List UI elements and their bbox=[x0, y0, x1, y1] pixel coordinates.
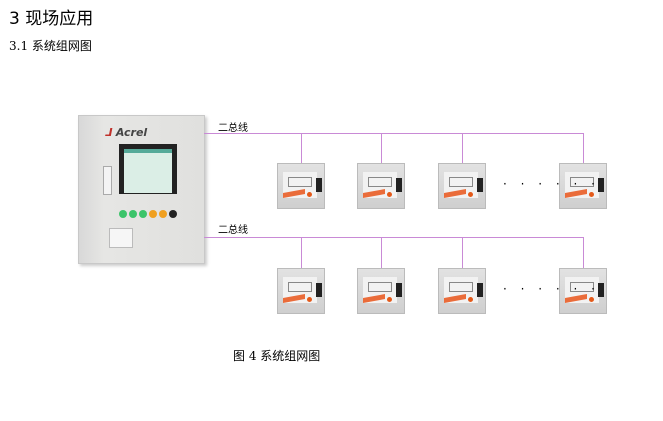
bus-drop-line bbox=[301, 237, 302, 268]
module-device bbox=[438, 268, 486, 314]
indicator-light bbox=[169, 210, 177, 218]
module-device bbox=[357, 268, 405, 314]
module-device bbox=[438, 163, 486, 209]
touch-screen bbox=[119, 144, 177, 194]
indicator-light bbox=[159, 210, 167, 218]
indicator-light bbox=[139, 210, 147, 218]
control-cabinet: ⅃ Acrel bbox=[78, 115, 205, 264]
module-device bbox=[559, 268, 607, 314]
indicator-light bbox=[129, 210, 137, 218]
indicator-light bbox=[149, 210, 157, 218]
section-heading: 3 现场应用 bbox=[9, 9, 94, 29]
ellipsis-bottom: · · · · · · bbox=[503, 282, 600, 296]
bus-label-bottom: 二总线 bbox=[218, 225, 248, 236]
bus-line-top bbox=[204, 133, 584, 134]
indicator-meter bbox=[103, 166, 112, 195]
bus-drop-line bbox=[583, 133, 584, 163]
subsection-heading: 3.1 系统组网图 bbox=[9, 39, 92, 53]
indicator-light bbox=[119, 210, 127, 218]
bus-drop-line bbox=[462, 237, 463, 268]
module-device bbox=[277, 163, 325, 209]
figure-caption: 图 4 系统组网图 bbox=[233, 349, 321, 363]
brand-logo: ⅃ Acrel bbox=[105, 126, 148, 139]
bus-drop-line bbox=[381, 133, 382, 163]
bus-drop-line bbox=[381, 237, 382, 268]
module-device bbox=[277, 268, 325, 314]
bus-line-bottom bbox=[204, 237, 584, 238]
bus-drop-line bbox=[301, 133, 302, 163]
module-device bbox=[559, 163, 607, 209]
ellipsis-top: · · · · · · bbox=[503, 177, 600, 191]
printer bbox=[109, 228, 133, 248]
module-device bbox=[357, 163, 405, 209]
bus-drop-line bbox=[462, 133, 463, 163]
bus-label-top: 二总线 bbox=[218, 123, 248, 134]
bus-drop-line bbox=[583, 237, 584, 268]
